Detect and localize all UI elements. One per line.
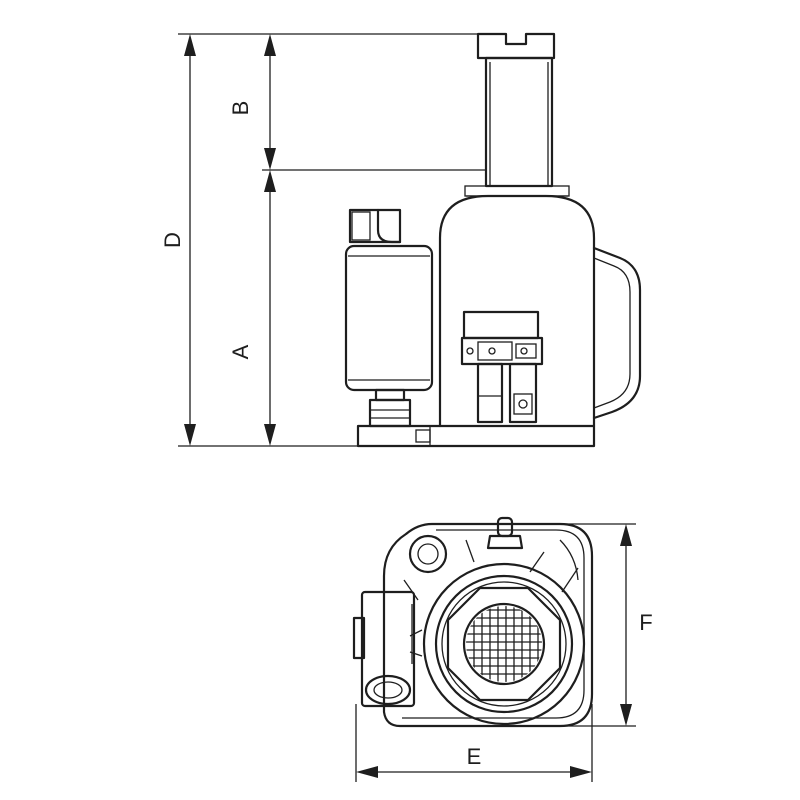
reservoir-top — [352, 590, 416, 708]
carry-handle-inner — [593, 257, 631, 409]
dimension-b: B — [228, 34, 276, 170]
carry-handle — [592, 246, 642, 420]
cylinder-top-rings — [422, 562, 586, 726]
ram — [484, 56, 554, 188]
side-view: D B A — [160, 32, 642, 448]
top-view: F E — [352, 516, 653, 782]
reservoir-canister — [344, 208, 434, 428]
extension-lines-top — [355, 523, 636, 782]
oil-filler-nozzle — [486, 516, 524, 550]
cylinder-body — [438, 185, 596, 428]
pump-valve-block — [460, 310, 544, 424]
dimension-label-e: E — [467, 744, 482, 769]
dimension-d: D — [160, 34, 196, 446]
base-plate — [356, 424, 596, 448]
dimension-label-f: F — [639, 610, 652, 635]
dimension-label-d: D — [160, 232, 185, 248]
saddle — [476, 32, 556, 60]
extension-lines — [178, 33, 486, 447]
dimension-label-b: B — [228, 101, 253, 116]
dimension-label-a: A — [228, 344, 253, 359]
base-outline — [382, 522, 594, 728]
ram-nut-octagon — [446, 586, 562, 702]
dimension-f: F — [620, 524, 653, 726]
base-ribs — [403, 534, 579, 657]
dimension-a: A — [228, 170, 276, 446]
saddle-knurl-grid — [466, 606, 542, 682]
dimension-e: E — [356, 744, 592, 778]
